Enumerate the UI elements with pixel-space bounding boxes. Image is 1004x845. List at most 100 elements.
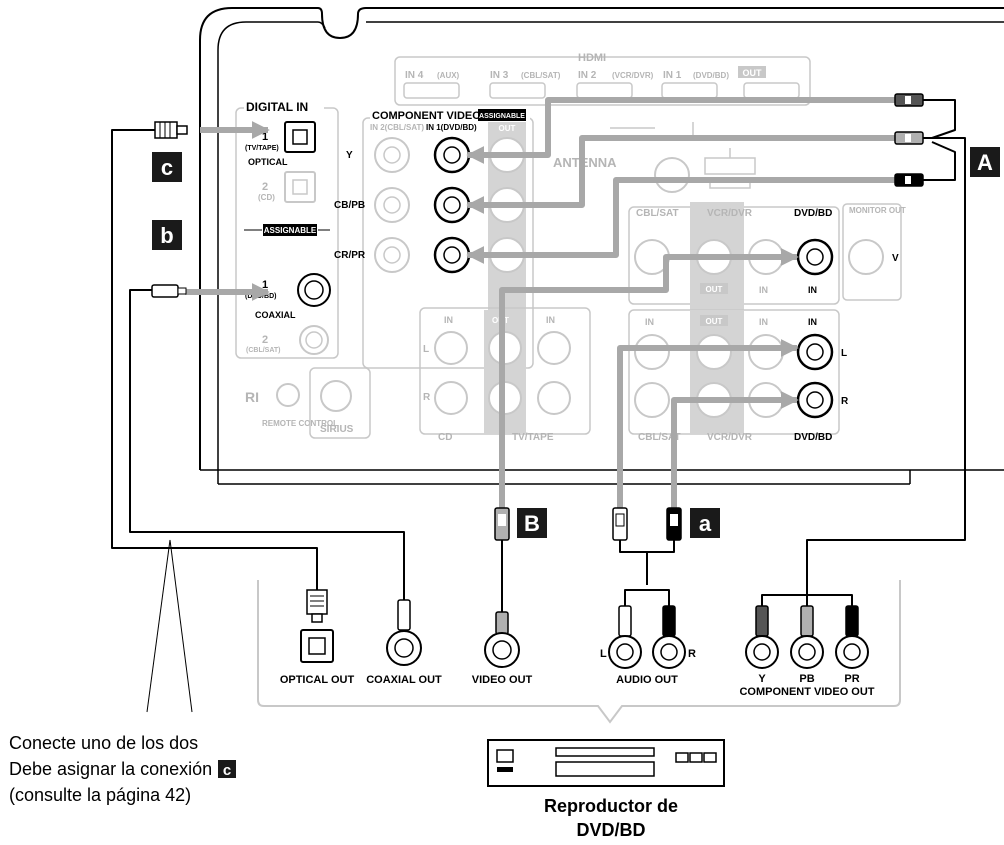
video-vcr-out-label: OUT	[706, 285, 723, 294]
monitor-out-label: MONITOR OUT	[849, 206, 906, 215]
cd-r-label: R	[423, 392, 431, 403]
badge-a: a	[690, 508, 720, 538]
player-audio-out-label: AUDIO OUT	[616, 674, 678, 686]
hdmi-in2-port	[576, 82, 633, 99]
note-line2: Debe asignar la conexión	[9, 759, 212, 779]
component-in1-label: IN 1(DVD/BD)	[426, 123, 477, 132]
svg-text:a: a	[699, 511, 712, 536]
cd-label: CD	[438, 432, 452, 443]
audio-vcr-out-l-jack	[696, 334, 732, 370]
player-comp-pr-jack	[835, 635, 869, 669]
sirius-label: SIRIUS	[320, 424, 354, 435]
player-coaxial-jack	[386, 630, 422, 666]
optical-port1-sub: (TV/TAPE)	[245, 145, 279, 152]
cable-a-bundle-upper	[922, 99, 956, 139]
monitor-v-label: V	[892, 253, 899, 264]
ri-sirius-section: RI REMOTE CONTROL SIRIUS	[245, 367, 371, 439]
component-out-label: OUT	[499, 124, 516, 133]
hdmi-in3-sub: (CBL/SAT)	[521, 71, 561, 80]
mid-plugs	[494, 507, 682, 541]
audio-dvd-r-jack	[796, 381, 834, 419]
hdmi-in1-label: IN 1	[663, 70, 682, 81]
player-coaxial-out: COAXIAL OUT	[366, 599, 442, 686]
hdmi-in1-sub: (DVD/BD)	[693, 71, 729, 80]
player-optical-out-label: OPTICAL OUT	[280, 674, 355, 686]
component-in2-y-jack	[374, 137, 410, 173]
digital-assignable-label: ASSIGNABLE	[264, 226, 317, 235]
tape-in-r-jack	[537, 381, 571, 415]
cd-l-jack	[434, 331, 468, 365]
cable-a-trunk	[806, 137, 966, 595]
hdmi-in4-label: IN 4	[405, 70, 424, 81]
ri-label: RI	[245, 389, 259, 405]
note-badge-c-text: c	[223, 762, 231, 779]
player-audio-out: L R AUDIO OUT	[600, 605, 696, 686]
coaxial-port-1	[297, 273, 331, 307]
video-cbl-sat-label: CBL/SAT	[636, 208, 679, 219]
audio-vcr-in-l-jack	[748, 334, 784, 370]
video-dvd-bd-in-jack	[796, 238, 834, 276]
badge-B: B	[517, 508, 547, 538]
cd-r-jack	[434, 381, 468, 415]
component-plugs-top	[894, 93, 924, 187]
antenna-fm-jack	[654, 157, 690, 193]
svg-text:b: b	[160, 223, 173, 248]
player-caption-line2: DVD/BD	[576, 820, 645, 840]
optical-port-2	[284, 171, 316, 203]
audio-cbl-r-jack	[634, 382, 670, 418]
digital-assignable-badge	[263, 224, 317, 236]
note-line1: Conecte uno de los dos	[9, 733, 198, 753]
component-row-pb: CB/PB	[334, 200, 365, 211]
optical-port2-sub: (CD)	[258, 193, 275, 202]
audio-vcr-in-label: IN	[759, 317, 768, 327]
svg-text:c: c	[161, 155, 173, 180]
svg-text:B: B	[524, 511, 540, 536]
video-dvd-bd-label: DVD/BD	[794, 208, 832, 219]
cd-in-label: IN	[444, 315, 453, 325]
cable-audio-r	[671, 391, 799, 508]
svg-text:A: A	[977, 150, 993, 175]
audio-vcr-dvr-label: VCR/DVR	[707, 432, 753, 443]
leader-line-2	[169, 539, 193, 713]
component-in1-pb-jack	[433, 186, 471, 224]
hdmi-in3-label: IN 3	[490, 70, 509, 81]
component-in2-pr-jack	[374, 237, 410, 273]
player-audio-l-label: L	[600, 648, 607, 660]
player-optical-out: OPTICAL OUT	[280, 589, 355, 686]
component-row-pr: CR/PR	[334, 250, 366, 261]
player-video-jack	[484, 632, 520, 668]
player-comp-y-jack	[745, 635, 779, 669]
audio-dvd-l-jack	[796, 333, 834, 371]
component-in2-pb-jack	[374, 187, 410, 223]
component-assignable-badge	[478, 109, 526, 121]
hdmi-out-badge	[738, 66, 766, 78]
hdmi-title: HDMI	[578, 52, 606, 64]
player-audio-l-jack	[608, 635, 642, 669]
sirius-jack	[320, 380, 352, 412]
audio-cbl-in-label: IN	[645, 317, 654, 327]
hdmi-in2-sub: (VCR/DVR)	[612, 71, 654, 80]
audio-cbl-l-jack	[634, 334, 670, 370]
badge-c: c	[152, 152, 182, 182]
component-in2-label: IN 2(CBL/SAT)	[370, 123, 424, 132]
note-badge-c	[218, 760, 236, 778]
badge-A: A	[970, 147, 1000, 177]
notes: Conecte uno de los dos Debe asignar la c…	[9, 733, 236, 805]
monitor-out-jack	[848, 239, 884, 275]
video-vcr-dvr-label: VCR/DVR	[707, 208, 753, 219]
audio-cbl-sat-label: CBL/SAT	[638, 432, 681, 443]
dvd-player-icon	[487, 739, 725, 787]
hdmi-out-port	[743, 82, 800, 99]
component-video-title: COMPONENT VIDEO	[372, 110, 481, 122]
cable-audio-l	[617, 339, 799, 508]
remote-control-label: REMOTE CONTROL	[262, 419, 338, 428]
player-comp-pb-label: PB	[799, 673, 814, 685]
tv-tape-label: TV/TAPE	[512, 432, 554, 443]
tape-in-l-jack	[537, 331, 571, 365]
player-component-video-out-label: COMPONENT VIDEO OUT	[739, 686, 874, 698]
tape-in-label: IN	[546, 315, 555, 325]
hdmi-in3-port	[489, 82, 546, 99]
coaxial-port2-sub: (CBL/SAT)	[246, 347, 280, 354]
component-in1-y-jack	[433, 136, 471, 174]
audio-vcr-out-label: OUT	[706, 317, 723, 326]
